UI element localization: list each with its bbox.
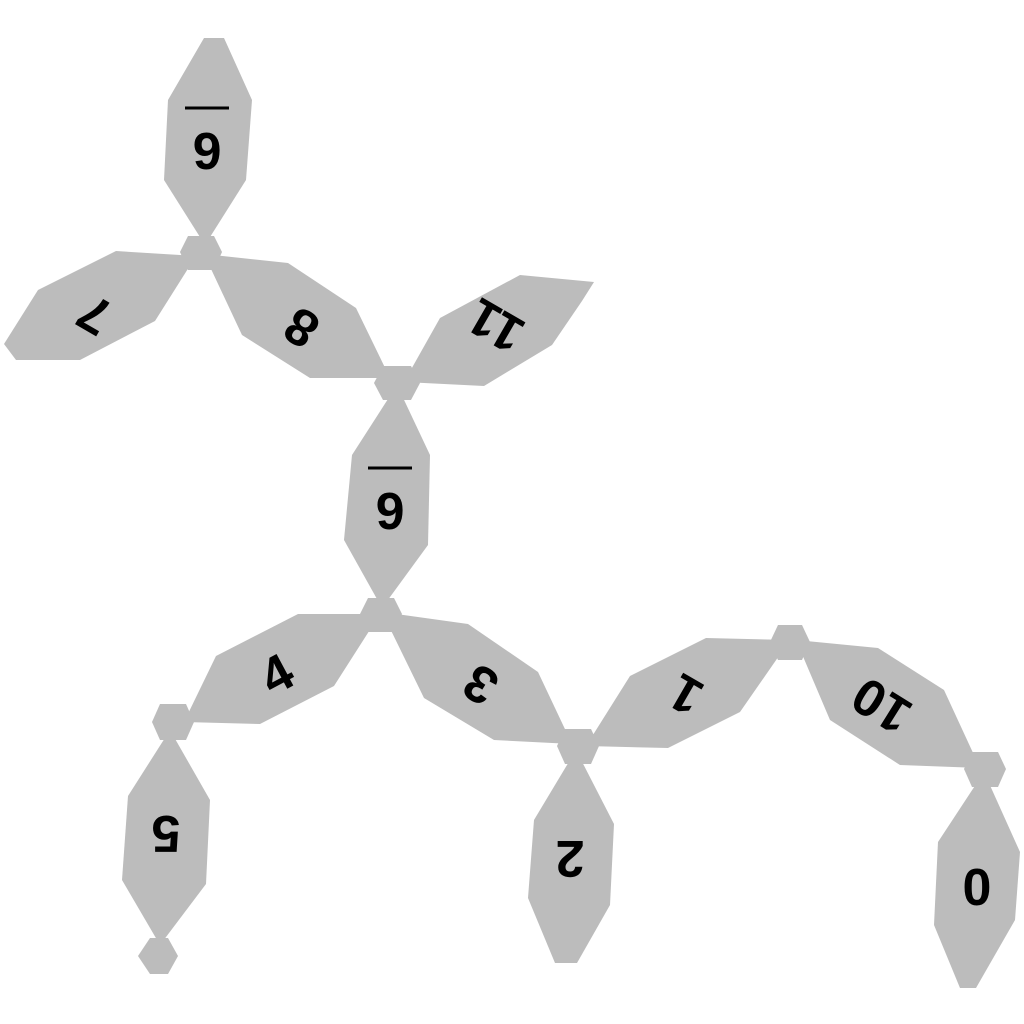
petal-two bbox=[528, 750, 614, 963]
petal-four bbox=[184, 614, 380, 724]
label-two: 2 bbox=[556, 829, 585, 887]
petal-three bbox=[382, 612, 572, 744]
label-center: 6 bbox=[376, 481, 405, 539]
petal-seven bbox=[4, 251, 196, 360]
petal-five bbox=[122, 730, 210, 945]
label-five: 5 bbox=[152, 804, 181, 862]
petal-eleven bbox=[404, 275, 594, 386]
petal-ten bbox=[796, 640, 980, 768]
petal-one bbox=[586, 638, 790, 748]
petals bbox=[4, 38, 1020, 988]
petal-center bbox=[344, 385, 430, 608]
end-node bbox=[138, 938, 178, 974]
label-top: 6 bbox=[193, 121, 222, 179]
label-zero: 0 bbox=[963, 859, 992, 917]
petal-eight bbox=[204, 254, 390, 378]
petal-zero bbox=[934, 772, 1020, 988]
junction-node bbox=[152, 704, 194, 740]
petal-top bbox=[164, 38, 252, 245]
